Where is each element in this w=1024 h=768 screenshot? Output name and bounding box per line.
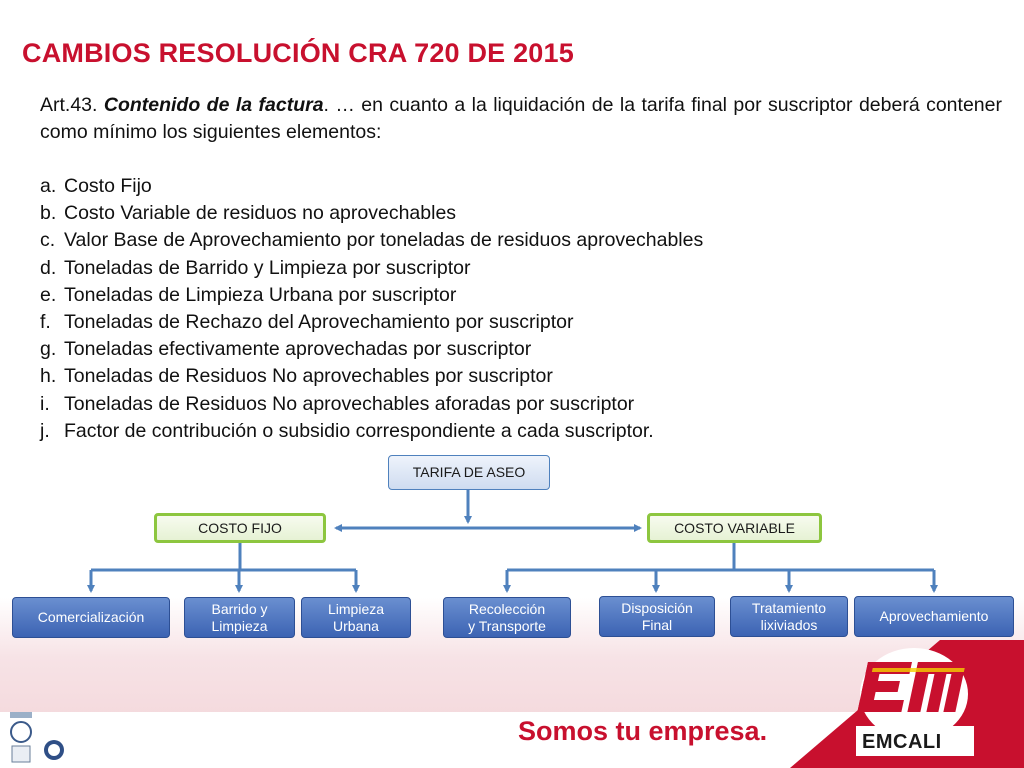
article-intro: Art.43. Contenido de la factura. … en cu… [40, 92, 1002, 146]
list-item: e.Toneladas de Limpieza Urbana por suscr… [40, 283, 457, 306]
list-item: c.Valor Base de Aprovechamiento por tone… [40, 229, 704, 252]
node-tarifa-de-aseo: TARIFA DE ASEO [388, 455, 550, 490]
node-limpieza-urbana: Limpieza Urbana [301, 597, 411, 638]
list-item: j.Factor de contribución o subsidio corr… [40, 419, 654, 442]
list-item: a.Costo Fijo [40, 175, 152, 197]
node-aprovechamiento: Aprovechamiento [854, 596, 1014, 637]
intro-emphasis: Contenido de la factura [103, 94, 324, 116]
node-tratamiento-lixiviados: Tratamiento lixiviados [730, 596, 848, 637]
slide-title: CAMBIOS RESOLUCIÓN CRA 720 DE 2015 [22, 38, 574, 68]
list-item: b.Costo Variable de residuos no aprovech… [40, 202, 457, 225]
node-costo-fijo: COSTO FIJO [154, 513, 326, 543]
list-item: i.Toneladas de Residuos No aprovechables… [40, 392, 635, 415]
node-recoleccion-transporte: Recolección y Transporte [443, 597, 571, 638]
list-item: f.Toneladas de Rechazo del Aprovechamien… [40, 311, 574, 334]
element-list: a.Costo Fijo b.Costo Variable de residuo… [40, 173, 703, 445]
list-item: d.Toneladas de Barrido y Limpieza por su… [40, 256, 471, 279]
node-costo-variable: COSTO VARIABLE [647, 513, 822, 543]
list-item: h.Toneladas de Residuos No aprovechables… [40, 365, 553, 388]
node-comercializacion: Comercialización [12, 597, 170, 638]
emcali-logo-icon [790, 640, 1024, 768]
slogan: Somos tu empresa. [518, 716, 768, 746]
node-barrido-limpieza: Barrido y Limpieza [184, 597, 295, 638]
intro-rest: . … en cuanto a la liquidación de la tar… [40, 94, 1002, 143]
certification-seal-icon [10, 712, 64, 763]
list-item: g.Toneladas efectivamente aprovechadas p… [40, 338, 532, 361]
logo-wordmark: EMCALI [862, 731, 942, 753]
intro-prefix: Art.43. [40, 94, 104, 116]
node-disposicion-final: Disposición Final [599, 596, 715, 637]
